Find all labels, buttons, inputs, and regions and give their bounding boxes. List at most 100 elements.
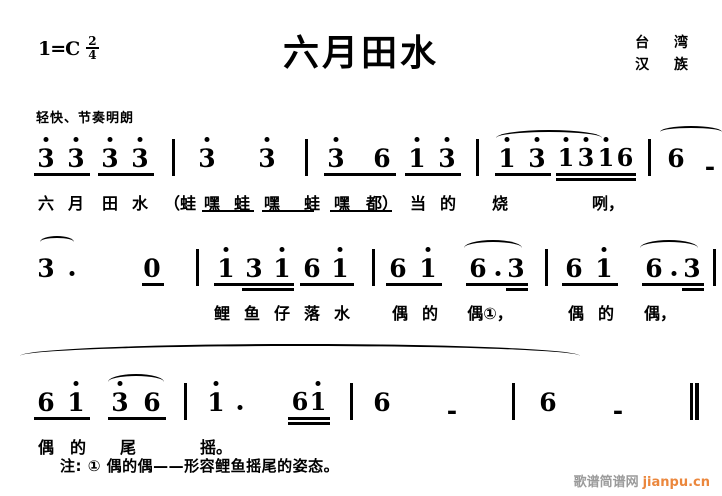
note: 3	[245, 254, 263, 283]
lyric-syllable: 偶，	[643, 304, 677, 323]
note: 1	[557, 143, 575, 172]
octave-dot-icon	[504, 137, 510, 142]
note: 1	[331, 254, 349, 283]
slur	[496, 130, 602, 146]
augmentation-dot-icon	[671, 271, 677, 276]
beam	[495, 173, 551, 176]
lyric-syllable: 的	[439, 194, 457, 213]
lyric-syllable: 尾	[119, 438, 137, 457]
note: 3	[67, 144, 85, 173]
octave-dot-icon	[583, 137, 589, 142]
slur	[464, 240, 522, 256]
slur	[660, 126, 722, 138]
note: 3	[198, 144, 216, 173]
beam	[556, 178, 636, 181]
final-barline	[690, 383, 699, 420]
barline	[350, 383, 353, 420]
lyric-syllable: 鱼	[243, 304, 261, 323]
octave-dot-icon	[73, 381, 79, 386]
beam	[556, 173, 636, 176]
barline	[512, 383, 515, 420]
beam	[682, 288, 704, 291]
lyric-syllable: 蛙	[233, 194, 251, 213]
octave-dot-icon	[315, 381, 321, 386]
note: 1	[597, 143, 615, 172]
barline	[648, 139, 651, 176]
lyric-syllable: 落	[303, 304, 321, 323]
score-line-1: 3 3 3 3 3 3 3 6 1 3	[0, 126, 722, 238]
attribution-region: 台 湾	[635, 35, 698, 51]
slur	[40, 236, 74, 248]
beam	[642, 283, 704, 286]
lyric-syllable: 当	[409, 194, 427, 213]
beam	[242, 288, 294, 291]
lyric-syllable: 月	[67, 194, 85, 213]
beam	[34, 417, 90, 420]
attribution: 台 湾 汉 族	[635, 33, 698, 76]
lyric-syllable: 的	[69, 438, 87, 457]
note: 3	[111, 388, 129, 417]
beam	[405, 173, 461, 176]
lyric-syllable: 水	[333, 304, 351, 323]
octave-dot-icon	[204, 137, 210, 142]
octave-dot-icon	[264, 137, 270, 142]
note: 6	[389, 254, 407, 283]
note-extension-dash: -	[612, 396, 624, 425]
lyric-syllable: 的	[597, 304, 615, 323]
octave-dot-icon	[603, 137, 609, 142]
key-signature: 1=C 2 4	[38, 35, 99, 63]
lyric-syllable: 鲤	[213, 304, 231, 323]
octave-dot-icon	[444, 137, 450, 142]
note: 3	[258, 144, 276, 173]
octave-dot-icon	[43, 137, 49, 142]
song-title: 六月田水	[282, 33, 439, 74]
note: 3	[37, 254, 55, 283]
note: 1	[273, 254, 291, 283]
note-extension-dash: -	[704, 152, 716, 181]
beam	[214, 283, 294, 286]
score-line-3: 6 1 3 6 1 6 1 6 -	[0, 344, 722, 482]
note: 6	[373, 388, 391, 417]
beam	[142, 283, 164, 286]
rest: 0	[143, 254, 161, 283]
beam	[288, 417, 330, 420]
notation-row-3: 6 1 3 6 1 6 1 6 -	[0, 372, 722, 432]
barline	[196, 249, 199, 286]
lyric-syllable: 仔	[273, 304, 291, 323]
tempo-marking: 轻快、节奏明朗	[36, 111, 135, 126]
beam	[466, 283, 528, 286]
note: 6	[303, 254, 321, 283]
octave-dot-icon	[107, 137, 113, 142]
lyric-syllable: 蛙	[303, 194, 321, 213]
attribution-ethnicity: 汉 族	[635, 56, 698, 73]
lyric-syllable: 烧	[491, 194, 509, 213]
barline	[372, 249, 375, 286]
lyric-underline	[262, 210, 314, 212]
note-extension-dash: -	[446, 396, 458, 425]
lyric-syllable: 偶	[37, 438, 55, 457]
barline	[305, 139, 308, 176]
octave-dot-icon	[601, 247, 607, 252]
beam	[324, 173, 396, 176]
time-signature-denominator: 4	[86, 47, 99, 63]
slur	[108, 374, 164, 390]
notation-row-1: 3 3 3 3 3 3 3 6 1 3	[0, 126, 722, 188]
note: 3	[683, 254, 701, 283]
watermark-domain: jianpu.cn	[642, 475, 710, 490]
barline	[172, 139, 175, 176]
lyric-syllable: 嘿	[333, 194, 351, 213]
beam	[108, 417, 166, 420]
notation-row-2: 3 0 1 3 1 6 1 6 1 6	[0, 236, 722, 298]
lyric-syllable: 嘿	[263, 194, 281, 213]
lyric-syllable: （蛙	[163, 194, 197, 213]
beam	[98, 173, 154, 176]
note: 1	[419, 254, 437, 283]
watermark: 歌谱简谱网 jianpu.cn	[574, 471, 710, 490]
note: 6	[143, 388, 161, 417]
octave-dot-icon	[333, 137, 339, 142]
note: 1	[67, 388, 85, 417]
note: 1	[207, 388, 225, 417]
note: 3	[438, 144, 456, 173]
note: 1	[217, 254, 235, 283]
octave-dot-icon	[337, 247, 343, 252]
